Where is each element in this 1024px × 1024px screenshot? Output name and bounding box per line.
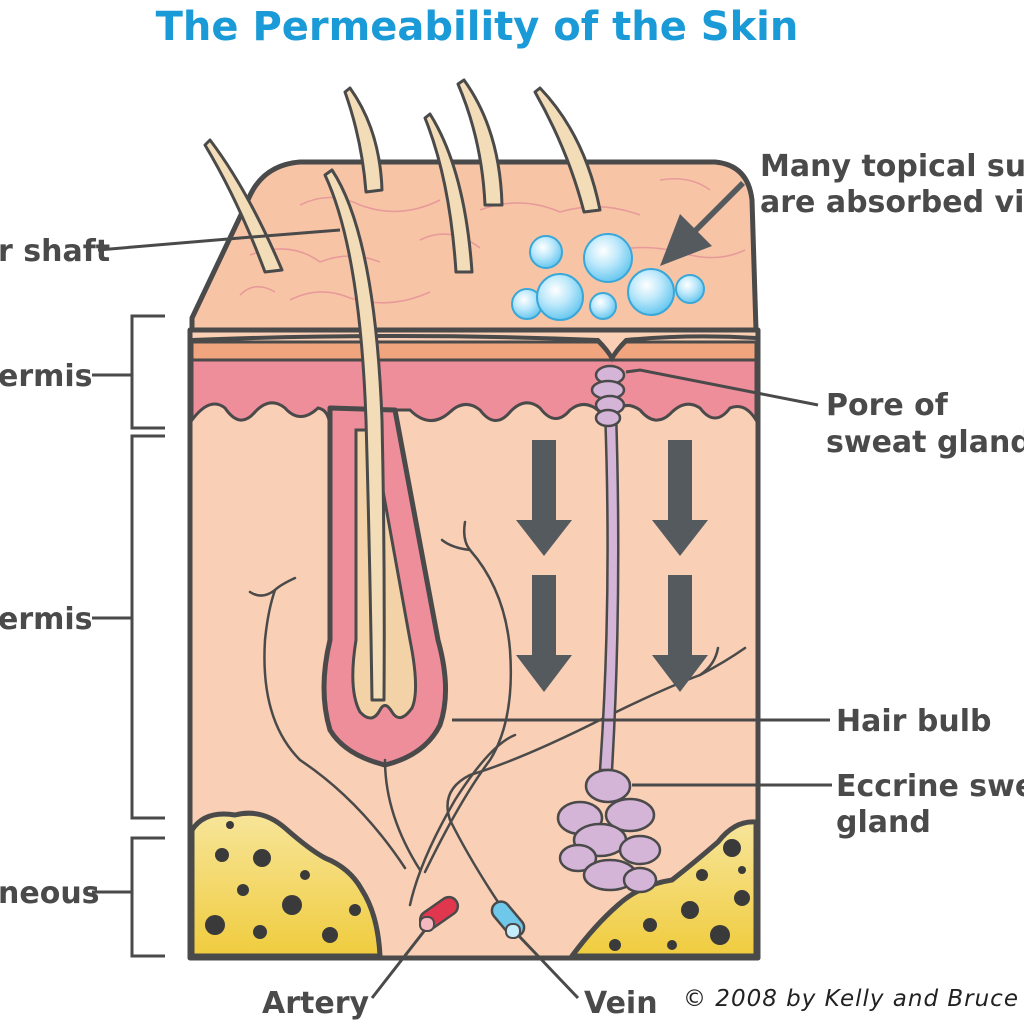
label-hair-bulb: Hair bulb [836,704,991,739]
label-pore-line1: Pore of [826,388,949,423]
label-eccrine-line1: Eccrine swe [836,769,1024,804]
skin-surface [189,159,759,333]
fat-dots [205,821,750,951]
subcutaneous-fat-left [189,810,383,959]
label-subcutaneous: neous [0,876,100,911]
diagram-title: The Permeability of the Skin [156,4,799,50]
label-many-topical-line2: are absorbed via [760,185,1024,220]
layer-brackets [130,314,165,958]
vein-vessel [490,900,526,939]
label-hair-shaft: r shaft [0,234,110,269]
surface-boundary [191,334,757,363]
absorption-arrow [660,181,745,266]
epidermis-orange-band [190,340,758,364]
label-many-topical-line1: Many topical sul [760,149,1024,184]
eccrine-sweat-gland-coil [556,768,662,894]
topical-substance-bubbles [511,233,705,321]
hair-shafts [203,78,602,702]
downward-arrows [516,440,708,692]
label-epidermis: ermis [0,359,93,394]
label-dermis: ermis [0,602,93,637]
label-artery: Artery [262,986,369,1021]
artery-vessel [418,895,460,932]
label-pore-line2: sweat gland [826,425,1024,460]
copyright-notice: © 2008 by Kelly and Bruce [683,986,1019,1012]
label-vein: Vein [584,986,658,1021]
nerve-lines [248,520,747,907]
sweat-gland-coil-top [590,364,626,428]
label-eccrine-line2: gland [836,805,931,840]
subcutaneous-fat-right [569,819,759,959]
leader-lines [92,228,832,1000]
